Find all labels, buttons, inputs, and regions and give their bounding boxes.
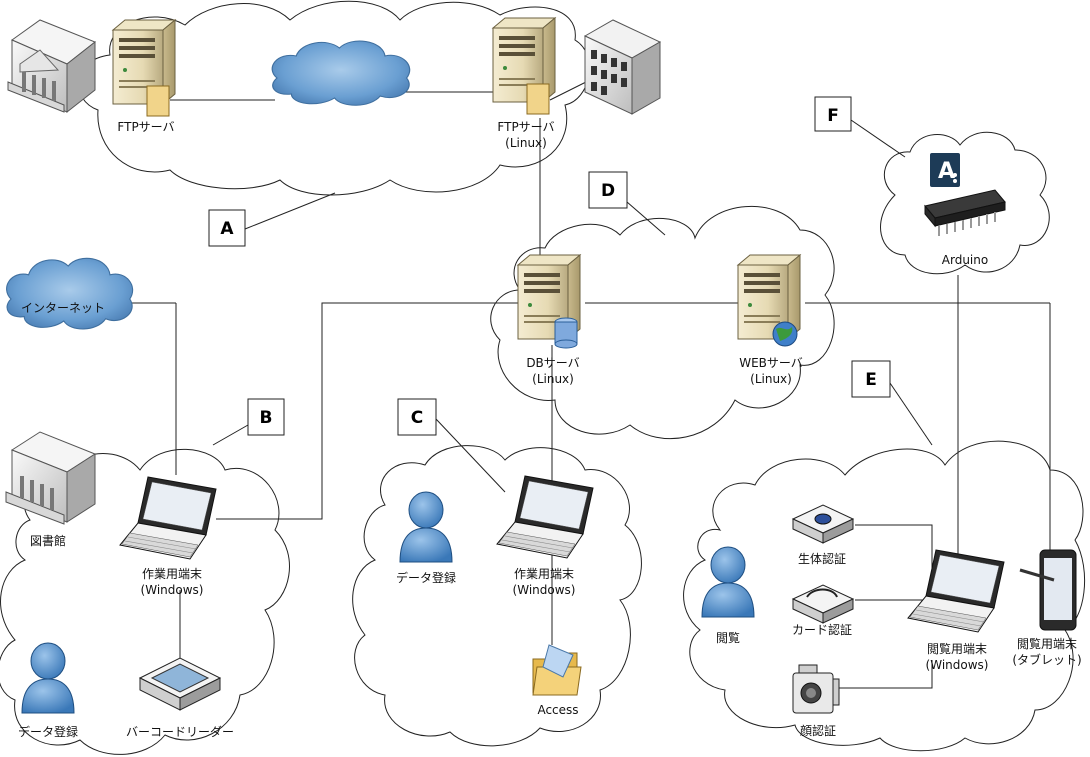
db-server-label: DBサーバ [526,356,579,370]
video-camera-icon [792,664,840,714]
viewing-label: 閲覧 [716,631,740,645]
arduino-logo-icon: A [930,153,960,187]
svg-text:D: D [601,181,615,201]
web-server-label: WEBサーバ [739,356,803,370]
data-entry-b-label: データ登録 [18,724,78,739]
view-tablet-label: 閲覧用端末 [1017,637,1077,651]
web-server-os-label: (Linux) [750,372,792,386]
data-entry-c-label: データ登録 [396,570,456,585]
tablet-icon [1019,549,1077,631]
zone-d-label: D [588,171,628,209]
access-label: Access [537,703,578,717]
biometric-reader-icon [791,504,855,544]
connection-lines [130,79,1051,689]
ftp-server-icon [112,19,176,117]
view-tablet-os-label: (タブレット) [1012,652,1081,667]
barcode-reader-label: バーコードリーダー [126,724,234,739]
bank-building-icon [7,19,96,114]
arduino-label: Arduino [942,253,988,267]
face-auth-label: 顔認証 [800,723,836,738]
ftp-server-label: FTPサーバ [117,120,174,134]
work-terminal-b-os-label: (Windows) [141,583,204,597]
zone-f-label: F [814,96,852,132]
internet-label: インターネット [21,301,105,315]
svg-text:A: A [220,219,234,239]
office-building-icon [583,19,662,115]
zone-c-label: C [397,398,437,436]
svg-text:A: A [938,159,955,184]
access-folder-icon [532,644,582,696]
web-server-icon [737,254,801,347]
library-label: 図書館 [30,533,66,548]
cloud-zone-c [352,445,642,747]
svg-text:F: F [827,106,839,126]
card-auth-label: カード認証 [792,622,852,637]
card-reader-icon [791,584,855,624]
svg-text:C: C [411,408,423,428]
work-terminal-c-os-label: (Windows) [513,583,576,597]
svg-text:B: B [260,408,273,428]
zone-e-label: E [851,360,891,398]
library-building-icon [5,431,97,525]
microcontroller-chip-icon [924,189,1006,236]
zone-a-label: A [208,209,246,247]
svg-text:E: E [865,370,877,390]
biometric-auth-label: 生体認証 [798,551,846,566]
view-terminal-os-label: (Windows) [926,658,989,672]
ftp-server-linux-icon [492,17,556,115]
work-terminal-c-label: 作業用端末 [514,567,574,581]
barcode-scanner-icon [138,657,222,711]
internet-cloud-icon [6,257,134,330]
db-server-icon [517,254,581,349]
view-terminal-label: 閲覧用端末 [927,642,987,656]
zone-b-label: B [247,398,285,436]
db-server-os-label: (Linux) [532,372,574,386]
cloud-zone-e [683,440,1086,752]
ftp-server-linux-label: FTPサーバ [497,120,554,134]
ftp-server-linux-os-label: (Linux) [505,136,547,150]
work-terminal-b-label: 作業用端末 [142,567,202,581]
